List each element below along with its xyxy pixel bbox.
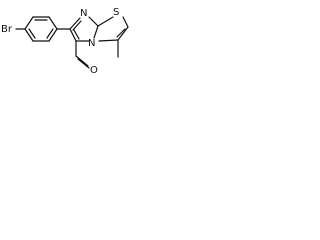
bond-s-c2 <box>122 16 129 28</box>
bromine-atom-label: Br <box>1 24 13 35</box>
bond-c2-c3-double <box>116 28 126 38</box>
bond-cho-o-double <box>77 58 90 69</box>
bond-c5-c6 <box>69 28 77 42</box>
bond-ring-4 <box>48 28 58 42</box>
bond-ring-3 <box>48 16 58 30</box>
bond-c7a-n4 <box>93 25 99 39</box>
bond-c6-n1 <box>69 17 81 30</box>
bond-ring-double-2 <box>46 28 54 39</box>
bond-cho-o <box>75 55 89 67</box>
bond-c6-n1-double <box>72 20 82 31</box>
thiazole-ring <box>97 16 129 58</box>
bond-c7a-s <box>97 16 114 27</box>
nitrogen-atom-label: N <box>80 8 87 19</box>
bond-ring-6 <box>24 28 34 42</box>
oxygen-atom-label: O <box>90 65 98 76</box>
bond-ring-1 <box>24 16 34 30</box>
bromophenyl-ring <box>15 16 58 42</box>
chemical-structure-diagram: Br N N S <box>1 7 129 76</box>
bond-c3-n4 <box>98 39 119 42</box>
bridgehead-nitrogen-label: N <box>88 38 95 49</box>
bond-n1-c7a <box>88 16 99 27</box>
sulfur-atom-label: S <box>113 7 119 18</box>
bond-c5-c6-double <box>73 29 80 40</box>
aldehyde-group <box>75 40 90 69</box>
bond-c2-c3 <box>117 26 129 41</box>
imidazole-ring <box>69 16 99 42</box>
bond-ring-double-3 <box>28 28 36 39</box>
